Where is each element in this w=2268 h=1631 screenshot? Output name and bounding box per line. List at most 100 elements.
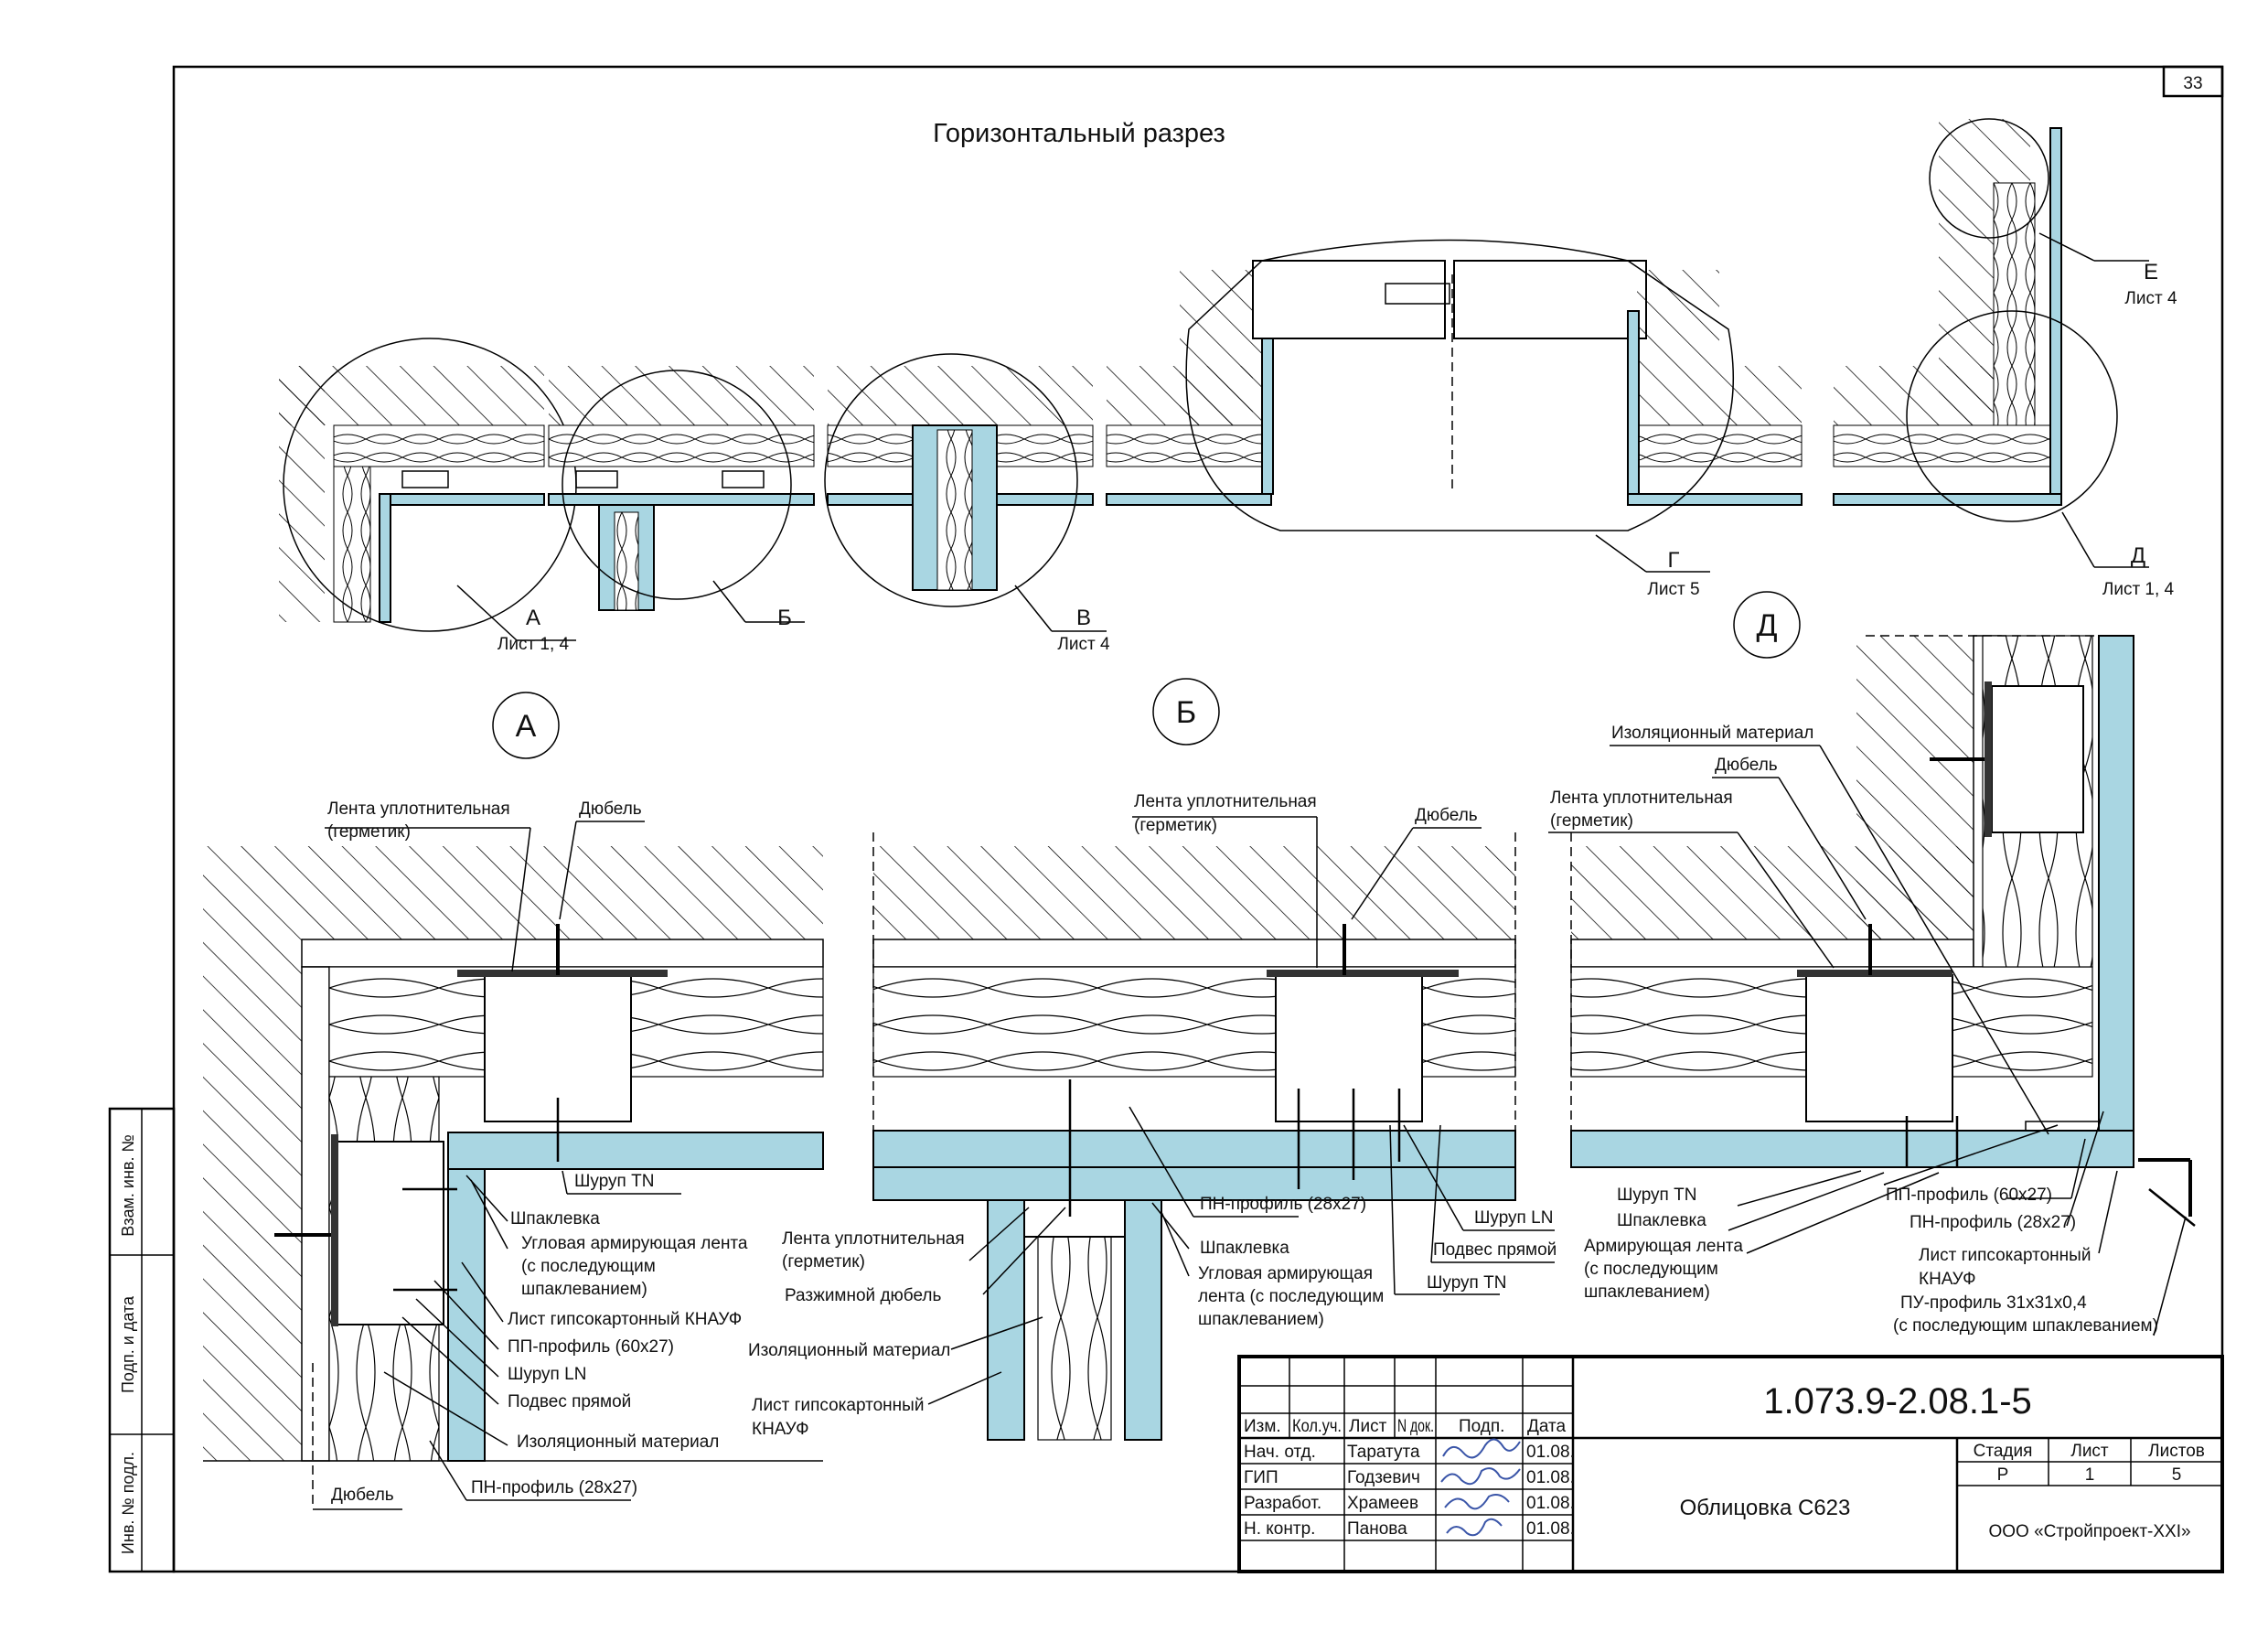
hdr-ndok: N док.: [1397, 1417, 1434, 1436]
note-b-insulation: Изоляционный материал: [748, 1341, 950, 1360]
row-date-3: 01.08.: [1526, 1494, 1575, 1513]
callout-g-ref: Лист 5: [1647, 580, 1699, 599]
overview-callouts: А Лист 1, 4 Б В Лист 4 Г Лист 5 Д Лист 1…: [497, 260, 2177, 654]
note-d-pn-profile: ПН-профиль (28х27): [1910, 1213, 2076, 1232]
note-b-expand-dowel: Разжимной дюбель: [785, 1286, 941, 1305]
note-a-corner-tape: Угловая армирующая лента: [521, 1234, 748, 1253]
callout-g-id: Г: [1668, 548, 1680, 573]
hdr-izm: Изм.: [1244, 1417, 1281, 1436]
note-b-corner-tape: Угловая армирующая: [1198, 1264, 1373, 1283]
note-a-screw-ln: Шуруп LN: [508, 1365, 586, 1384]
note-d-dowel: Дюбель: [1715, 756, 1778, 775]
org-name: ООО «Стройпроект-XXI»: [1988, 1522, 2190, 1541]
hdr-list: Лист: [1349, 1417, 1387, 1436]
detail-d-notes: Изоляционный материал Дюбель Лента уплот…: [1548, 724, 2187, 1336]
note-b-hanger: Подвес прямой: [1433, 1240, 1557, 1260]
row-date-2: 01.08.: [1526, 1468, 1575, 1487]
note-a-corner-tape-3: шпаклеванием): [521, 1280, 647, 1299]
note-d-pp-profile: ПП-профиль (60х27): [1886, 1186, 2052, 1205]
note-b-screw-ln: Шуруп LN: [1474, 1208, 1553, 1228]
detail-b-label: Б: [1176, 695, 1196, 730]
callout-d-id: Д: [2131, 543, 2145, 568]
note-b-sealant-2: (герметик): [782, 1252, 865, 1272]
row-role-1: Нач. отд.: [1244, 1443, 1316, 1462]
note-b-sealant: (герметик): [1134, 816, 1217, 835]
note-b-putty: Шпаклевка: [1200, 1239, 1289, 1258]
row-date-1: 01.08.: [1526, 1443, 1575, 1462]
note-a-putty: Шпаклевка: [510, 1209, 600, 1229]
note-d-pu-profile: ПУ-профиль 31х31х0,4: [1900, 1293, 2087, 1313]
row-role-2: ГИП: [1244, 1468, 1278, 1487]
callout-v-ref: Лист 4: [1057, 635, 1110, 654]
stamp-podp-data: Подп. и дата: [119, 1295, 137, 1393]
hdr-data: Дата: [1527, 1417, 1567, 1436]
title-block: 1.073.9-2.08.1-5 Облицовка С623 ООО «Стр…: [1237, 1355, 2224, 1573]
note-a-seal-tape: Лента уплотнительная: [327, 799, 510, 819]
stage-value: Р: [1997, 1465, 2009, 1485]
note-d-seal-tape: Лента уплотнительная: [1550, 789, 1733, 808]
note-b-gypsum: Лист гипсокартонный: [752, 1396, 924, 1415]
callout-a-ref: Лист 1, 4: [497, 635, 570, 654]
note-d-reinf-tape-2: (с последующим: [1584, 1260, 1718, 1279]
row-person-2: Годзевич: [1347, 1468, 1420, 1487]
note-b-dowel: Дюбель: [1415, 806, 1478, 825]
stage-hdr-listov: Листов: [2148, 1442, 2205, 1461]
detail-d: Д: [1570, 591, 2196, 1227]
row-date-4: 01.08.: [1526, 1519, 1575, 1539]
note-a-dowel-2: Дюбель: [331, 1486, 394, 1505]
detail-b: Б: [872, 678, 1516, 1441]
note-a-pp-profile: ПП-профиль (60х27): [508, 1337, 674, 1357]
row-role-3: Разработ.: [1244, 1494, 1321, 1513]
note-b-corner-tape-2: лента (с последующим: [1198, 1287, 1384, 1306]
stage-hdr-stadia: Стадия: [1974, 1442, 2033, 1461]
note-b-seal-tape-2: Лента уплотнительная: [782, 1229, 965, 1249]
hdr-kol: Кол.уч.: [1292, 1417, 1342, 1436]
note-d-reinf-tape-3: шпаклеванием): [1584, 1282, 1710, 1302]
stage-hdr-list: Лист: [2070, 1442, 2109, 1461]
signatures: [1440, 1438, 1521, 1537]
note-a-screw-tn: Шуруп TN: [574, 1172, 654, 1191]
doc-name: Облицовка С623: [1680, 1496, 1851, 1520]
callout-a-id: А: [526, 606, 540, 630]
detail-a-label: А: [516, 709, 537, 744]
row-person-3: Храмеев: [1347, 1494, 1418, 1513]
note-b-knauf: КНАУФ: [752, 1420, 809, 1439]
detail-a-notes: Лента уплотнительная (герметик) Дюбель Ш…: [313, 799, 748, 1510]
note-d-screw-tn: Шуруп TN: [1617, 1186, 1696, 1205]
note-b-screw-tn: Шуруп TN: [1427, 1273, 1506, 1293]
note-a-pn-profile: ПН-профиль (28х27): [471, 1478, 637, 1497]
page-title: Горизонтальный разрез: [933, 119, 1225, 148]
note-d-sealant: (герметик): [1550, 811, 1633, 831]
row-person-1: Таратута: [1347, 1443, 1420, 1462]
sheet-value: 1: [2085, 1465, 2095, 1485]
detail-d-label: Д: [1756, 608, 1777, 643]
note-d-knauf: КНАУФ: [1919, 1270, 1976, 1289]
page-number: 33: [2183, 74, 2202, 93]
note-a-dowel: Дюбель: [579, 799, 642, 819]
note-d-insulation: Изоляционный материал: [1611, 724, 1813, 743]
note-a-hanger: Подвес прямой: [508, 1392, 631, 1411]
sheet-frame: 33: [172, 65, 2224, 1573]
note-a-corner-tape-2: (с последующим: [521, 1257, 656, 1276]
callout-e-ref: Лист 4: [2124, 289, 2177, 308]
row-person-4: Панова: [1347, 1519, 1407, 1539]
detail-b-notes: Лента уплотнительная (герметик) Дюбель Л…: [748, 792, 1557, 1439]
hdr-podp: Подп.: [1459, 1417, 1504, 1436]
side-stamp: Взам. инв. № Подп. и дата Инв. № подл.: [108, 1107, 176, 1573]
detail-a: А: [203, 692, 824, 1509]
note-d-pu-profile-2: (с последующим шпаклеванием): [1893, 1316, 2158, 1336]
doc-code: 1.073.9-2.08.1-5: [1763, 1381, 2032, 1422]
note-a-sealant: (герметик): [327, 822, 411, 842]
note-b-corner-tape-3: шпаклеванием): [1198, 1310, 1324, 1329]
note-b-pn-profile: ПН-профиль (28х27): [1200, 1195, 1366, 1214]
overview-plan: [279, 118, 2149, 641]
sheets-total-value: 5: [2172, 1465, 2182, 1485]
note-d-gypsum: Лист гипсокартонный: [1919, 1246, 2091, 1265]
note-d-putty: Шпаклевка: [1617, 1211, 1706, 1230]
note-b-seal-tape: Лента уплотнительная: [1134, 792, 1317, 811]
note-d-reinf-tape: Армирующая лента: [1584, 1237, 1743, 1256]
row-role-4: Н. контр.: [1244, 1519, 1315, 1539]
note-a-gypsum: Лист гипсокартонный КНАУФ: [508, 1310, 742, 1329]
callout-e-id: Е: [2144, 260, 2158, 284]
